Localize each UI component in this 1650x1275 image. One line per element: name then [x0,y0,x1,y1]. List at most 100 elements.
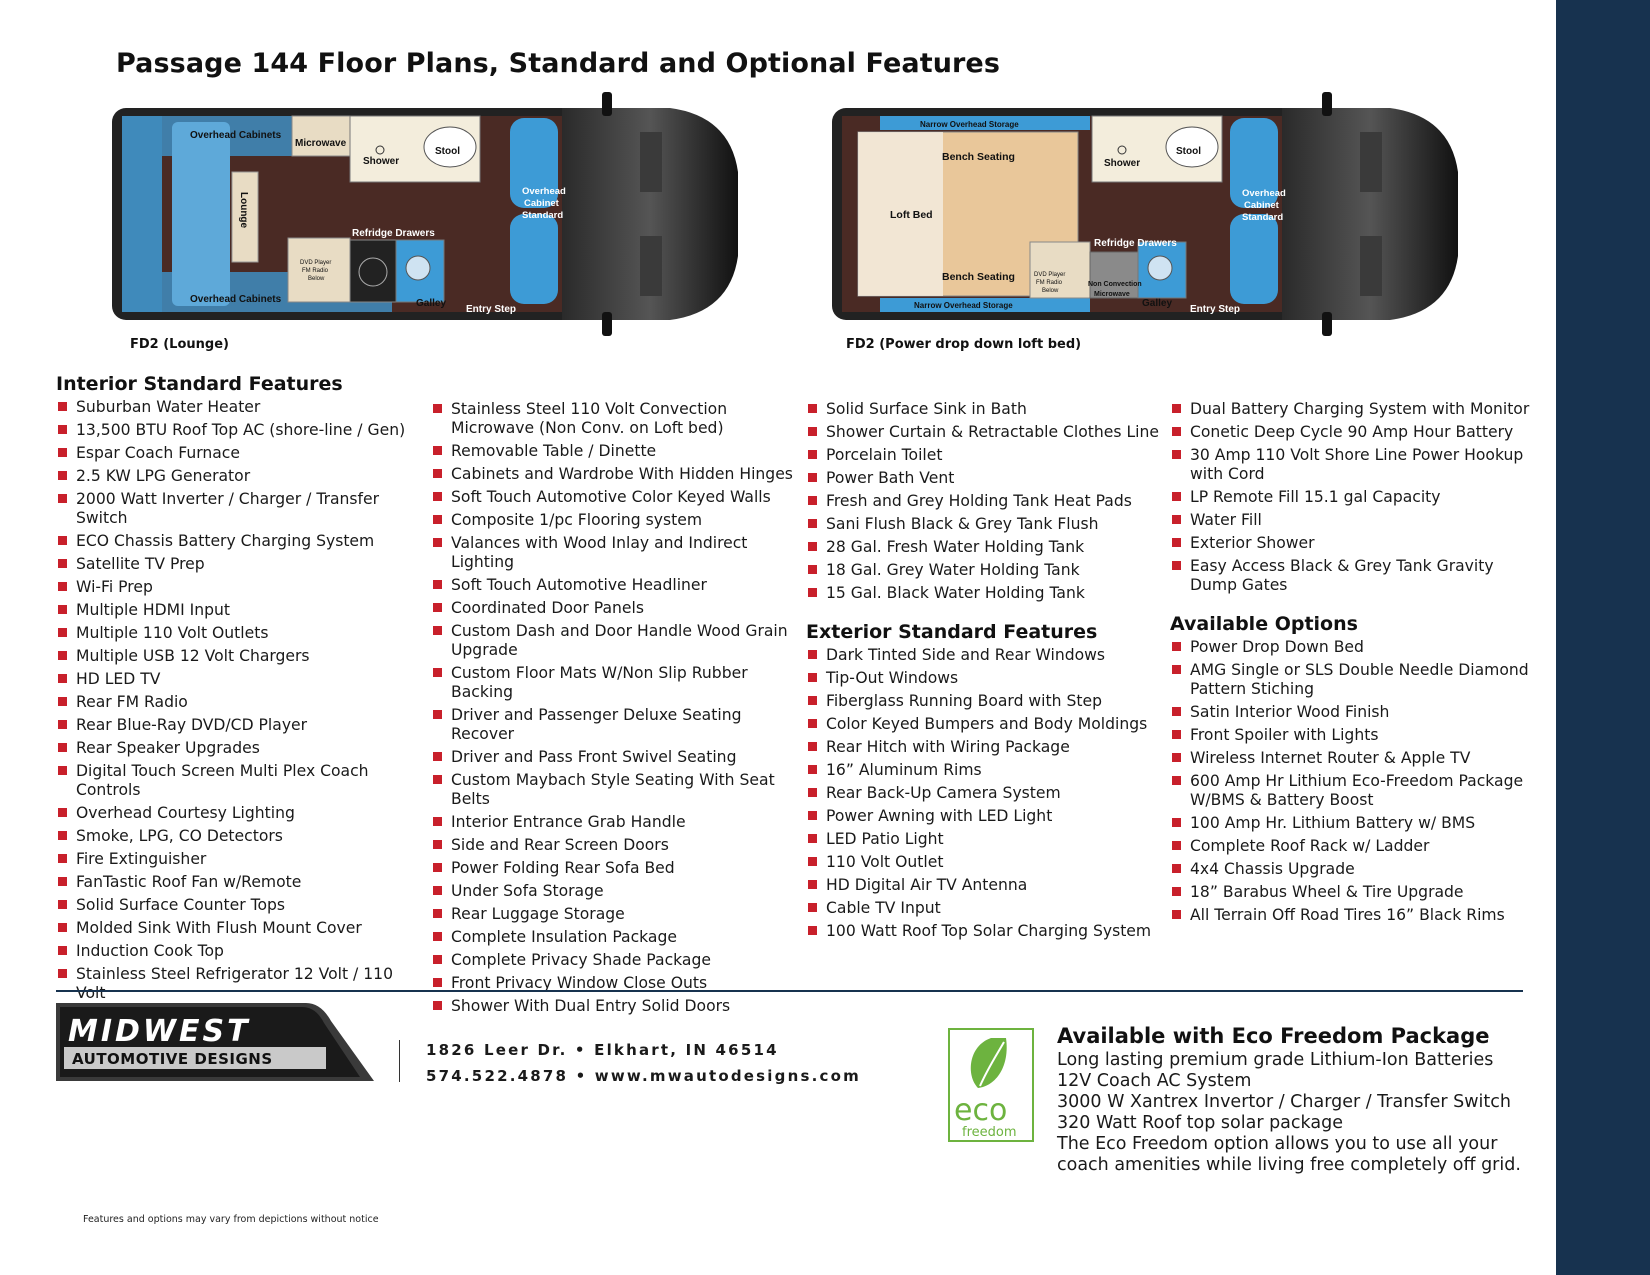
grille-vent-top [1360,132,1382,192]
van-cab [562,108,738,320]
feature-item: Front Spoiler with Lights [1170,726,1535,745]
feature-item: Power Drop Down Bed [1170,638,1535,657]
narrow-overhead-storage-bottom [880,298,1090,312]
feature-item: 18 Gal. Grey Water Holding Tank [806,561,1171,580]
bullet-square-icon [1172,642,1181,651]
feature-text: Multiple 110 Volt Outlets [76,624,269,642]
feature-text: Custom Floor Mats W/Non Slip Rubber Back… [451,664,748,701]
feature-text: FanTastic Roof Fan w/Remote [76,873,302,891]
feature-text: Satin Interior Wood Finish [1190,703,1390,721]
feature-text: Valances with Wood Inlay and Indirect Li… [451,534,748,571]
feature-text: Driver and Pass Front Swivel Seating [451,748,737,766]
interior-col-4: Dual Battery Charging System with Monito… [1170,400,1535,929]
bullet-square-icon [808,496,817,505]
eco-details: Long lasting premium grade Lithium-Ion B… [1057,1050,1527,1176]
narrow-overhead-storage-top [880,116,1090,130]
bullet-square-icon [1172,910,1181,919]
label-dvd-2: FM Radio [302,268,329,274]
page-title: Passage 144 Floor Plans, Standard and Op… [116,48,1001,79]
bullet-square-icon [58,494,67,503]
label-dvd-3: Below [1042,288,1059,294]
feature-item: 18” Barabus Wheel & Tire Upgrade [1170,883,1535,902]
company-contact-link[interactable]: 574.522.4878 • www.mwautodesigns.com [426,1067,861,1085]
feature-text: Porcelain Toilet [826,446,943,464]
microwave-cabinet [291,115,351,157]
bullet-square-icon [58,425,67,434]
feature-text: Solid Surface Sink in Bath [826,400,1027,418]
label-bench-bottom: Bench Seating [942,271,1015,283]
bullet-square-icon [808,542,817,551]
feature-item: Multiple USB 12 Volt Chargers [56,647,421,666]
bullet-square-icon [808,765,817,774]
bullet-square-icon [433,668,442,677]
eco-paragraph: The Eco Freedom option allows you to use… [1057,1134,1521,1175]
bullet-square-icon [808,811,817,820]
feature-item: Wireless Internet Router & Apple TV [1170,749,1535,768]
bullet-square-icon [58,674,67,683]
feature-text: Fresh and Grey Holding Tank Heat Pads [826,492,1132,510]
label-shower: Shower [1104,158,1140,169]
bullet-square-icon [1172,450,1181,459]
dvd-cabinet [287,237,351,303]
feature-text: Rear Luggage Storage [451,905,625,923]
feature-text: Front Spoiler with Lights [1190,726,1379,744]
feature-text: Soft Touch Automotive Headliner [451,576,707,594]
bullet-square-icon [433,909,442,918]
feature-text: Dark Tinted Side and Rear Windows [826,646,1106,664]
bullet-square-icon [58,946,67,955]
label-dvd-1: DVD Player [1034,272,1065,278]
feature-item: 13,500 BTU Roof Top AC (shore-line / Gen… [56,421,421,440]
logo-wordmark: MIDWEST [68,1014,251,1049]
feature-item: 2000 Watt Inverter / Charger / Transfer … [56,490,421,528]
bullet-square-icon [58,402,67,411]
bullet-square-icon [808,880,817,889]
label-dvd-1: DVD Player [300,260,331,266]
feature-item: Rear Hitch with Wiring Package [806,738,1171,757]
feature-item: Easy Access Black & Grey Tank Gravity Du… [1170,557,1535,595]
feature-item: 30 Amp 110 Volt Shore Line Power Hookup … [1170,446,1535,484]
feature-item: Solid Surface Sink in Bath [806,400,1171,419]
feature-text: Digital Touch Screen Multi Plex Coach Co… [76,762,369,799]
bullet-square-icon [433,978,442,987]
feature-text: Sani Flush Black & Grey Tank Flush [826,515,1099,533]
feature-item: HD LED TV [56,670,421,689]
feature-text: Fire Extinguisher [76,850,207,868]
feature-text: Soft Touch Automotive Color Keyed Walls [451,488,771,506]
bullet-square-icon [808,673,817,682]
feature-text: 13,500 BTU Roof Top AC (shore-line / Gen… [76,421,406,439]
feature-item: Rear Blue-Ray DVD/CD Player [56,716,421,735]
feature-text: Custom Dash and Door Handle Wood Grain U… [451,622,788,659]
feature-text: 30 Amp 110 Volt Shore Line Power Hookup … [1190,446,1524,483]
feature-text: Cabinets and Wardrobe With Hidden Hinges [451,465,793,483]
feature-text: HD Digital Air TV Antenna [826,876,1028,894]
bullet-square-icon [808,650,817,659]
feature-item: Soft Touch Automotive Color Keyed Walls [431,488,796,507]
floor-plan-lounge: Overhead Cabinets Microwave Shower Stool… [112,92,738,336]
feature-text: 18” Barabus Wheel & Tire Upgrade [1190,883,1464,901]
feature-item: Multiple HDMI Input [56,601,421,620]
footer-vertical-divider [399,1040,400,1082]
dvd-cabinet [1029,241,1091,299]
feature-item: Valances with Wood Inlay and Indirect Li… [431,534,796,572]
passenger-seat [1230,118,1278,208]
mirror-bottom [602,312,612,336]
feature-text: Complete Privacy Shade Package [451,951,711,969]
toilet-icon [1165,126,1219,168]
interior-list-4: Dual Battery Charging System with Monito… [1170,400,1535,595]
label-entry-step: Entry Step [466,304,516,315]
feature-item: Removable Table / Dinette [431,442,796,461]
feature-text: Rear FM Radio [76,693,188,711]
label-dvd-2: FM Radio [1036,280,1063,286]
feature-text: Power Bath Vent [826,469,955,487]
feature-item: Conetic Deep Cycle 90 Amp Hour Battery [1170,423,1535,442]
floor-plan-loft-bed: Narrow Overhead Storage Bench Seating Sh… [832,92,1458,336]
bullet-square-icon [1172,776,1181,785]
bullet-square-icon [1172,887,1181,896]
feature-item: Sani Flush Black & Grey Tank Flush [806,515,1171,534]
feature-item: 16” Aluminum Rims [806,761,1171,780]
bullet-square-icon [1172,427,1181,436]
shower-drain-icon [1117,145,1127,155]
bullet-square-icon [808,719,817,728]
feature-item: Front Privacy Window Close Outs [431,974,796,993]
